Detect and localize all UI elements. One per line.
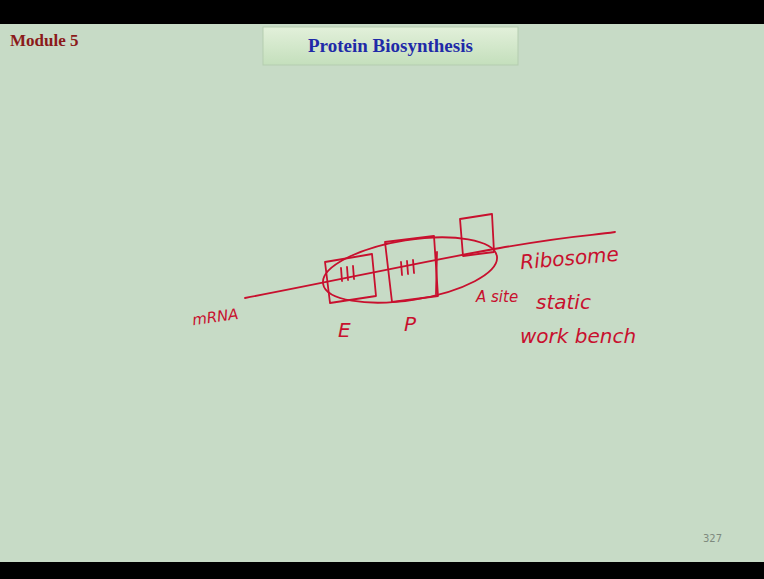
note-text: work bench — [520, 324, 636, 348]
p-site-box — [385, 236, 438, 302]
module-label: Module 5 — [10, 31, 78, 51]
slide-title: Protein Biosynthesis — [308, 35, 473, 57]
codon-ticks — [401, 260, 414, 275]
title-banner — [263, 27, 518, 65]
note-text: static — [536, 290, 591, 314]
codon-ticks — [341, 266, 354, 281]
site-label: A site — [476, 288, 518, 306]
page-number: 327 — [703, 533, 722, 544]
site-label: E — [338, 318, 351, 342]
site-label: P — [404, 312, 416, 336]
ribosome-outline — [318, 227, 501, 314]
a-site-box — [460, 214, 494, 256]
slide-background — [0, 24, 764, 562]
site-divider — [436, 252, 437, 294]
e-site-box — [325, 254, 376, 303]
